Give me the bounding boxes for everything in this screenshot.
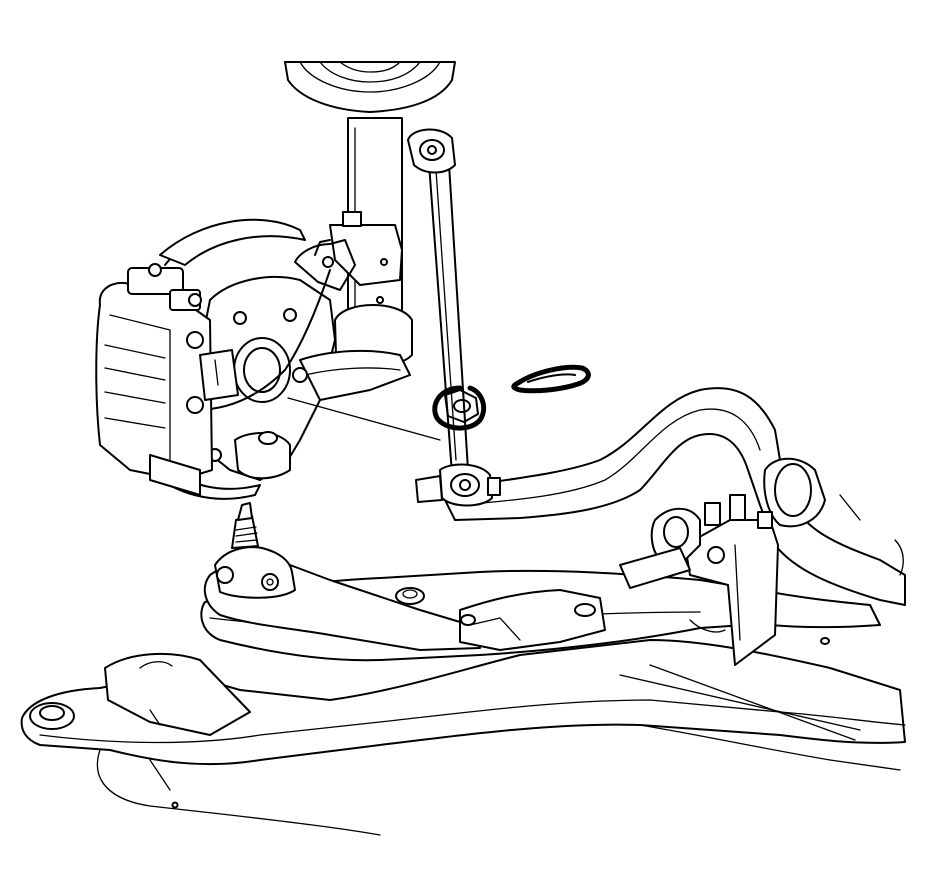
seal-ring [511,364,591,394]
stabilizer-link-nut [432,385,487,431]
ball-joint [214,502,296,599]
stabilizer-link [407,128,501,507]
stabilizer-bar [439,387,906,666]
installation-guide-line [287,397,441,441]
strut-assembly [284,61,456,368]
brake-caliper [95,263,239,496]
steering-knuckle [164,229,411,481]
wheel-speed-sensor-harness [294,239,356,291]
